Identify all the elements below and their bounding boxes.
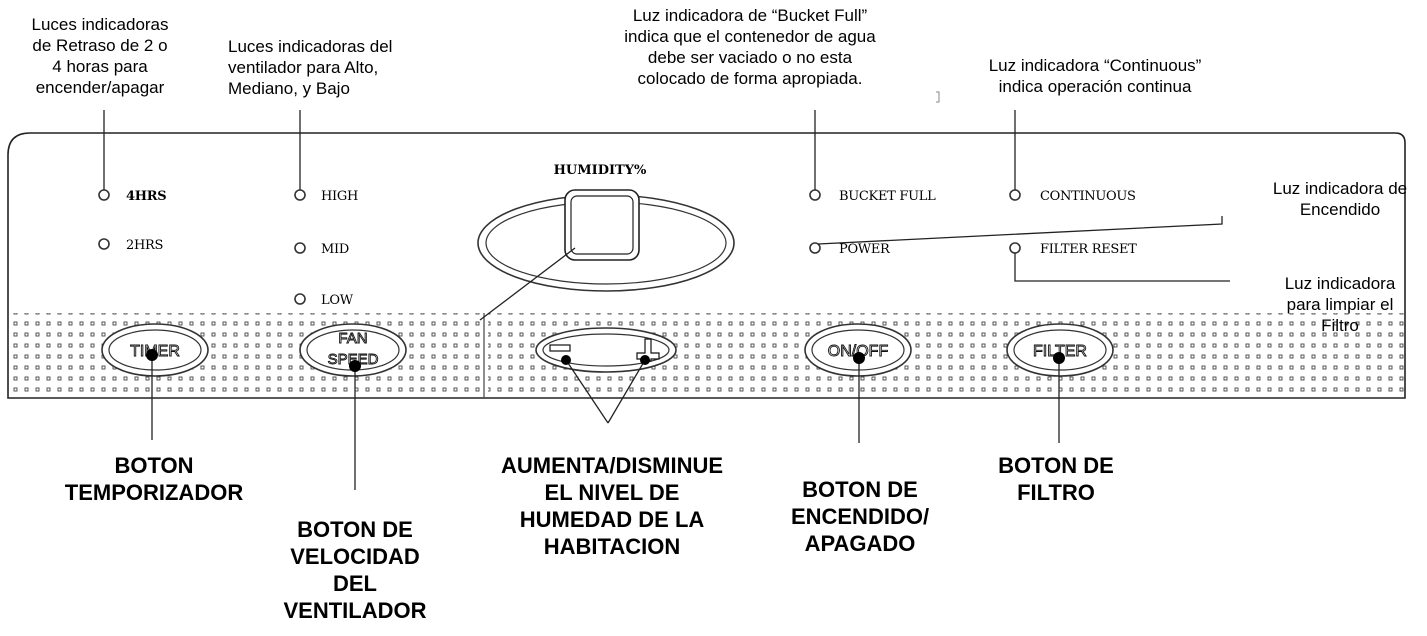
filter-button-label: FILTER <box>1033 343 1087 360</box>
fan-speed-button[interactable]: FAN SPEED <box>299 323 407 377</box>
callout-onoff-button: BOTON DE ENCENDIDO/ APAGADO <box>790 477 930 556</box>
annotation-filter-led: Luz indicadora para limpiar el Filtro <box>1284 274 1396 335</box>
leader-filter-led <box>1014 253 1230 282</box>
annotation-power-led: Luz indicadora de Encendido <box>1272 179 1408 219</box>
led-bucket-full <box>809 189 821 201</box>
fan-button-label-1: FAN <box>338 330 367 347</box>
annotation-fan-leds: Luces indicadoras del ventilador para Al… <box>228 37 393 98</box>
minus-icon <box>549 344 571 352</box>
dot-timer <box>146 349 158 361</box>
speaker-grille-left <box>9 313 481 397</box>
led-power <box>809 242 821 254</box>
onoff-button-label: ON/OFF <box>828 343 889 360</box>
callout-filter-button: BOTON DE FILTRO <box>998 453 1114 505</box>
filter-button[interactable]: FILTER <box>1006 323 1114 377</box>
leader-humidity-display <box>479 247 576 321</box>
led-label-low: LOW <box>321 293 354 308</box>
humidity-readout-window <box>564 189 640 261</box>
led-high <box>294 189 306 201</box>
led-mid <box>294 242 306 254</box>
panel-outline <box>7 132 1406 399</box>
callout-fan-button: BOTON DE VELOCIDAD DEL VENTILADOR <box>283 517 427 623</box>
dot-minus <box>561 355 571 365</box>
dot-plus <box>640 355 650 365</box>
leader-lines <box>103 110 1230 490</box>
humidity-readout-inner <box>570 195 634 255</box>
callout-timer-button: BOTON TEMPORIZADOR <box>64 453 244 505</box>
led-label-filter-reset: FILTER RESET <box>1040 242 1137 257</box>
led-low <box>294 293 306 305</box>
led-4hrs <box>98 189 110 201</box>
leader-minus <box>565 359 609 424</box>
annotation-continuous-led: Luz indicadora “Continuous” indica opera… <box>988 56 1202 96</box>
led-label-high: HIGH <box>321 189 358 204</box>
leader-power <box>817 216 1223 245</box>
annotation-timer-leds: Luces indicadoras de Retraso de 2 o 4 ho… <box>31 15 169 97</box>
led-2hrs <box>98 238 110 250</box>
callout-humidity-buttons: AUMENTA/DISMINUE EL NIVEL DE HUMEDAD DE … <box>500 453 724 559</box>
led-label-4hrs: 4HRS <box>126 189 166 204</box>
annotation-bucket-led: Luz indicadora de “Bucket Full” indica q… <box>624 6 876 88</box>
fan-button-label-2: SPEED <box>328 351 379 368</box>
humidity-title: HUMIDITY% <box>554 163 647 178</box>
stray-bracket-mark <box>936 91 940 103</box>
onoff-button[interactable]: ON/OFF <box>804 323 912 377</box>
dot-filter <box>1053 352 1065 364</box>
leader-plus <box>607 359 646 424</box>
led-filter-reset <box>1009 242 1021 254</box>
dot-onoff <box>853 352 865 364</box>
led-label-bucket-full: BUCKET FULL <box>839 189 936 204</box>
led-continuous <box>1009 189 1021 201</box>
led-label-mid: MID <box>321 242 349 257</box>
led-label-power: POWER <box>839 242 891 257</box>
humidity-adjust-button[interactable] <box>535 327 677 373</box>
led-label-continuous: CONTINUOUS <box>1040 189 1136 204</box>
led-label-2hrs: 2HRS <box>126 238 163 253</box>
dot-fan <box>349 360 361 372</box>
